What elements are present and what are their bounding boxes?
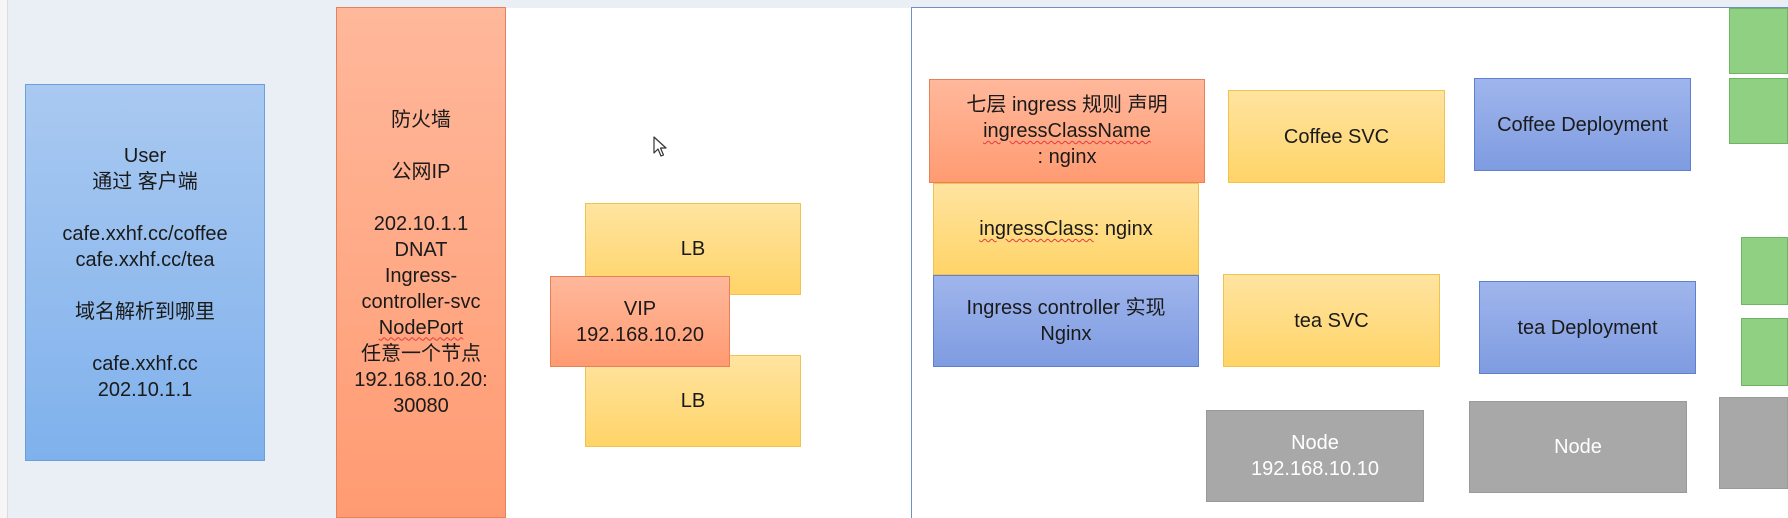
top-strip — [336, 0, 1788, 8]
firewall-node-ip: 192.168.10.20: — [354, 368, 488, 391]
node-box-3[interactable] — [1719, 397, 1788, 489]
node-1-ip: 192.168.10.10 — [1251, 458, 1379, 480]
ingress-rule-title: 七层 ingress 规则 声明 — [966, 94, 1168, 116]
coffee-svc-label: Coffee SVC — [1283, 125, 1390, 148]
node-box-1[interactable]: Node 192.168.10.10 — [1206, 410, 1424, 502]
node-box-2[interactable]: Node — [1469, 401, 1687, 493]
firewall-public-ip-label: 公网IP — [391, 160, 451, 183]
user-line: cafe.xxhf.cc/coffee — [62, 222, 228, 245]
node-2-label: Node — [1554, 436, 1602, 458]
firewall-box[interactable]: 防火墙 公网IP 202.10.1.1 DNAT Ingress- contro… — [336, 7, 506, 518]
pod-block[interactable] — [1741, 318, 1788, 386]
tea-svc-box[interactable]: tea SVC — [1223, 274, 1440, 367]
user-line: 域名解析到哪里 — [75, 300, 215, 323]
user-box[interactable]: User 通过 客户端 cafe.xxhf.cc/coffee cafe.xxh… — [25, 84, 265, 461]
user-line: 202.10.1.1 — [97, 378, 193, 401]
node-1-label: Node — [1291, 432, 1339, 454]
ingress-rule-box[interactable]: 七层 ingress 规则 声明 ingressClassName : nginx — [929, 79, 1205, 183]
firewall-nodeport: NodePort — [378, 316, 464, 339]
firewall-svc-line: controller-svc — [361, 290, 481, 313]
ingress-class-name-key: ingressClassName — [983, 120, 1151, 142]
coffee-deployment-box[interactable]: Coffee Deployment — [1474, 78, 1691, 171]
ingress-controller-title: Ingress controller 实现 — [966, 297, 1166, 319]
tea-svc-label: tea SVC — [1294, 309, 1369, 332]
pod-block[interactable] — [1741, 237, 1788, 305]
tea-deployment-box[interactable]: tea Deployment — [1479, 281, 1696, 374]
mouse-pointer-icon — [653, 136, 667, 157]
ingress-class-value: : nginx — [1093, 218, 1153, 240]
vip-label: VIP — [623, 297, 657, 320]
lb-bottom-label: LB — [680, 390, 706, 412]
firewall-any-node: 任意一个节点 — [361, 342, 481, 365]
ingress-controller-impl: Nginx — [1040, 323, 1092, 345]
ruler — [0, 0, 8, 518]
lb-top-label: LB — [680, 238, 706, 260]
firewall-dnat: DNAT — [394, 238, 448, 261]
firewall-title: 防火墙 — [391, 108, 451, 131]
ingress-class-name-value: : nginx — [1037, 146, 1097, 168]
ingress-class-line: ingressClass: nginx — [979, 216, 1152, 242]
vip-box[interactable]: VIP 192.168.10.20 — [550, 276, 730, 367]
tea-deployment-label: tea Deployment — [1517, 316, 1658, 339]
user-line: 通过 客户端 — [92, 170, 198, 193]
firewall-ip: 202.10.1.1 — [373, 212, 469, 235]
user-line: cafe.xxhf.cc — [92, 352, 198, 375]
vip-ip: 192.168.10.20 — [576, 323, 704, 346]
coffee-svc-box[interactable]: Coffee SVC — [1228, 90, 1445, 183]
cluster-frame — [911, 7, 1788, 518]
coffee-deployment-label: Coffee Deployment — [1497, 113, 1668, 136]
ingress-rule-class-line: ingressClassName : nginx — [983, 118, 1151, 170]
firewall-svc-line: Ingress- — [384, 264, 458, 287]
user-line: cafe.xxhf.cc/tea — [75, 248, 215, 271]
pod-block[interactable] — [1729, 8, 1788, 74]
ingress-class-box[interactable]: ingressClass: nginx — [933, 183, 1199, 275]
user-line: User — [123, 144, 167, 167]
lb-bottom-box[interactable]: LB — [585, 355, 801, 447]
pod-block[interactable] — [1729, 78, 1788, 144]
ingress-controller-box[interactable]: Ingress controller 实现 Nginx — [933, 275, 1199, 367]
firewall-port: 30080 — [393, 394, 449, 417]
ingress-class-key: ingressClass — [979, 218, 1094, 240]
